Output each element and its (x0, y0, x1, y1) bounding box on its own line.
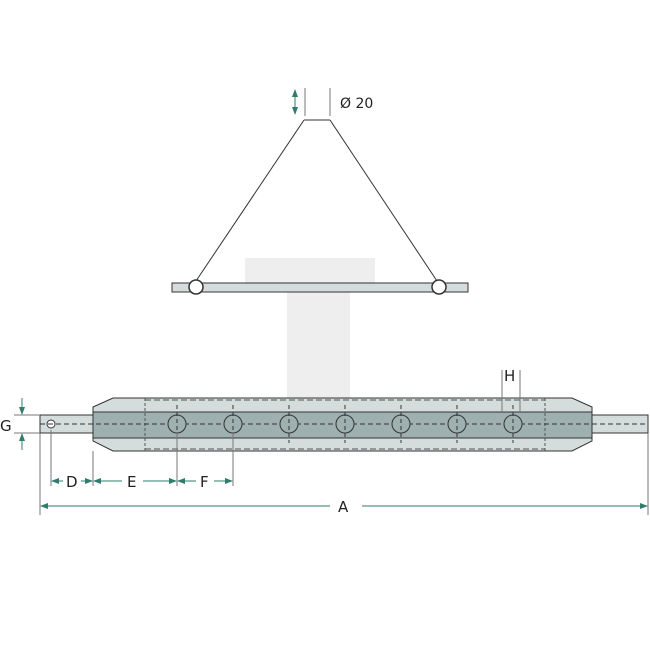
watermark-logo (245, 258, 375, 400)
hole (279, 414, 299, 434)
hole (391, 414, 411, 434)
diameter-label: Ø 20 (340, 96, 373, 112)
dimension-D: D (66, 473, 78, 491)
dimensions (14, 370, 649, 515)
side-view (39, 397, 649, 452)
dimension-A: A (338, 498, 349, 516)
hole (167, 414, 187, 434)
dimension-F: F (200, 473, 209, 491)
hole (223, 414, 243, 434)
dimension-G: G (0, 417, 12, 435)
dimension-E: E (127, 473, 136, 491)
hole (447, 414, 467, 434)
dimension-H: H (504, 367, 515, 385)
hole (335, 414, 355, 434)
top-view: Ø 20 (171, 88, 469, 295)
hole (503, 414, 523, 434)
